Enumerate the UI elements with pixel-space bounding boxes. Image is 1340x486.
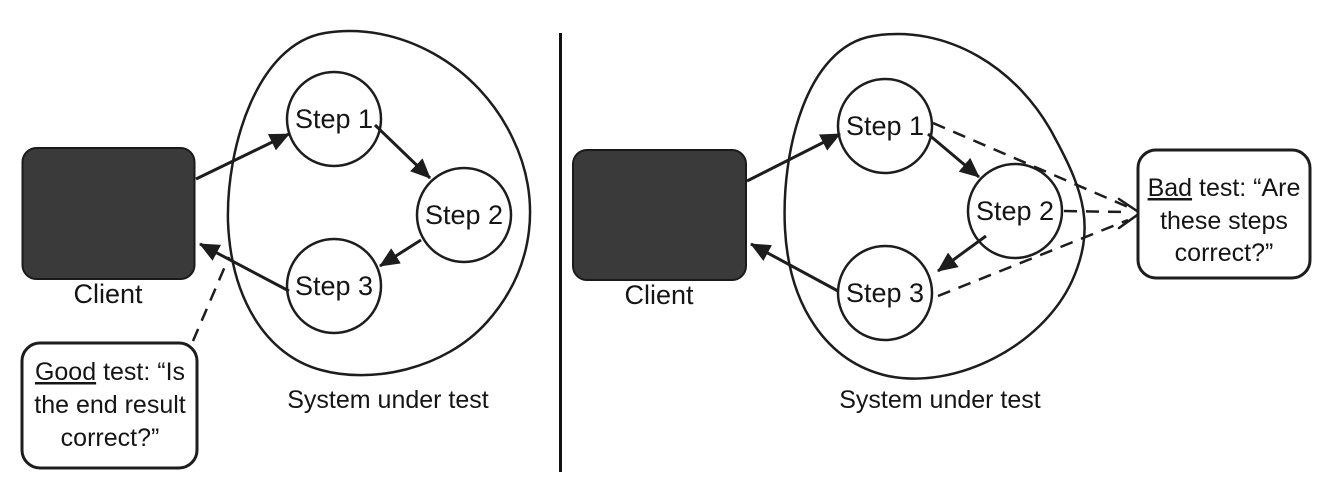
client-label-left: Client <box>73 279 143 309</box>
step3-label-right: Step 3 <box>846 278 924 308</box>
bad-test-keyword: Bad <box>1148 174 1192 202</box>
step2-label-right: Step 2 <box>976 196 1054 226</box>
bad-test-callout-line1: Bad test: “Are <box>1148 174 1301 202</box>
bad-test-callout-line3: correct?” <box>1175 239 1274 267</box>
dashed-line-step1-to-bad-test <box>932 121 1129 209</box>
arrow-step1-to-step2-left <box>373 123 432 180</box>
good-test-callout-line2: the end result <box>34 391 186 419</box>
arrow-step1-to-step2-right <box>927 132 980 179</box>
system-under-test-boundary-left <box>226 29 532 377</box>
step3-circle-right <box>836 244 934 342</box>
step1-circle-right <box>836 77 934 175</box>
step1-circle-left <box>285 70 383 168</box>
bad-test-callout-line2: these steps <box>1160 207 1288 235</box>
step2-label-left: Step 2 <box>425 200 503 230</box>
dashed-line-step2-to-bad-test <box>1063 209 1127 214</box>
dashed-line-step3-to-bad-test <box>937 218 1129 298</box>
good-test-line1-rest: test: “Is <box>96 358 185 386</box>
good-test-callout-line3: correct?” <box>61 424 160 452</box>
client-box-left <box>21 147 196 280</box>
dashed-line-good-test <box>191 256 231 342</box>
bad-test-callout-box <box>1136 148 1312 280</box>
client-label-right: Client <box>624 280 694 310</box>
step1-label-right: Step 1 <box>846 111 924 141</box>
system-under-test-boundary-right <box>783 32 1086 380</box>
step2-circle-left <box>415 166 513 264</box>
step3-circle-left <box>285 237 383 335</box>
step2-circle-right <box>966 162 1064 260</box>
arrow-step3-to-client-right <box>750 242 839 293</box>
bad-test-line1-rest: test: “Are <box>1192 174 1300 202</box>
good-test-callout-line1: Good test: “Is <box>35 358 185 386</box>
arrow-client-to-step1-right <box>746 132 841 183</box>
left-panel-good-test: Client Step 1 Step 2 Step 3 System under… <box>20 29 532 470</box>
good-test-callout-box <box>20 341 199 470</box>
step1-label-left: Step 1 <box>295 104 373 134</box>
system-under-test-label-left: System under test <box>287 386 489 414</box>
good-test-keyword: Good <box>35 358 96 386</box>
arrow-step2-to-step3-left <box>379 238 422 268</box>
arrow-client-to-step1-left <box>195 132 290 181</box>
right-panel-bad-test: Client Step 1 Step 2 Step 3 System under… <box>572 32 1312 414</box>
step3-label-left: Step 3 <box>295 271 373 301</box>
arrow-step3-to-client-left <box>199 242 290 293</box>
system-under-test-label-right: System under test <box>839 386 1041 414</box>
client-box-right <box>572 149 747 281</box>
